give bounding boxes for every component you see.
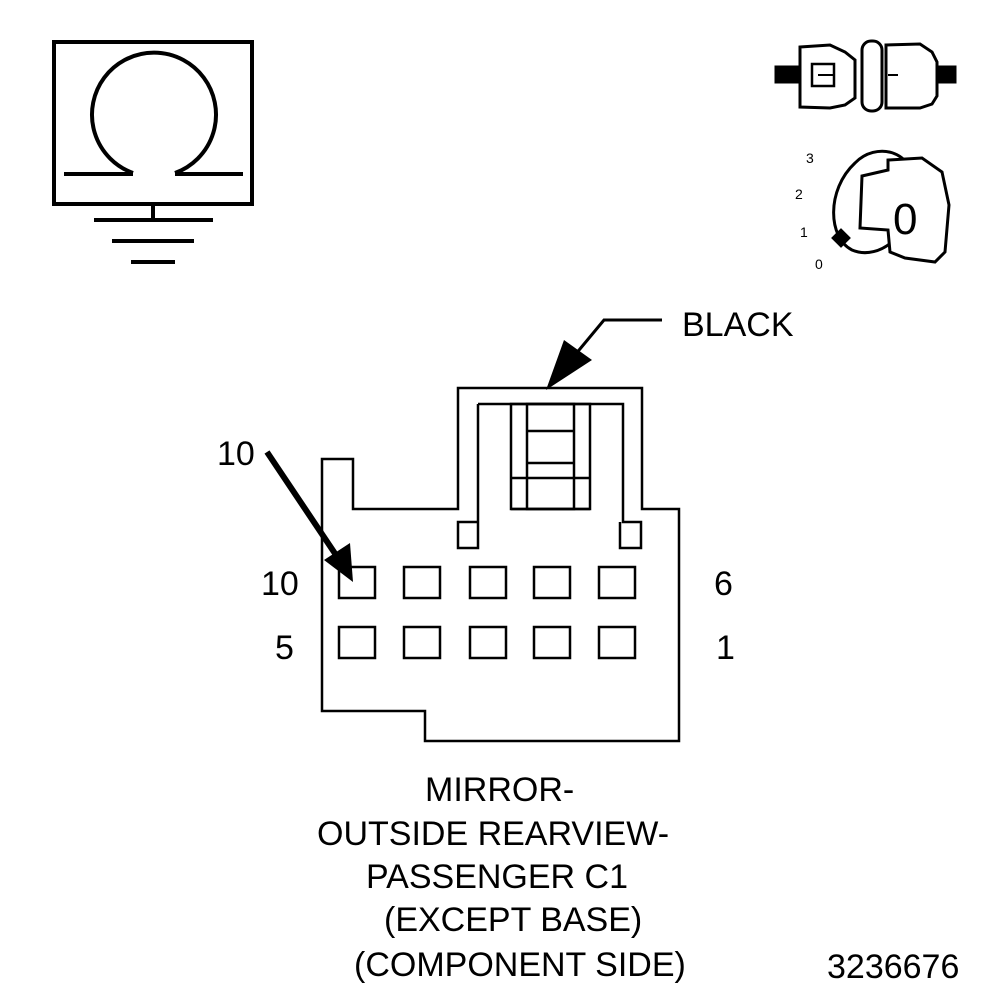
- connector-color-label: BLACK: [682, 306, 794, 344]
- title-line-2: OUTSIDE REARVIEW-: [317, 815, 669, 853]
- pin-callout-label: 10: [217, 435, 255, 473]
- pin-9: [402, 565, 442, 600]
- connector-title: MIRROR- OUTSIDE REARVIEW- PASSENGER C1 (…: [317, 771, 686, 984]
- color-leader-arrow: [546, 318, 662, 390]
- pin-4: [402, 625, 442, 660]
- key-position-0: 0: [815, 256, 823, 272]
- pin-6: [597, 565, 637, 600]
- row-label-bottom-right: 1: [716, 629, 735, 667]
- title-line-3: PASSENGER C1: [366, 858, 628, 896]
- pin-10-callout-arrow: [264, 450, 353, 582]
- key-position-3: 3: [806, 150, 814, 166]
- title-line-1: MIRROR-: [425, 771, 574, 809]
- row-label-bottom-left: 5: [275, 629, 294, 667]
- row-label-top-right: 6: [714, 565, 733, 603]
- pin-1: [597, 625, 637, 660]
- pin-3: [468, 625, 508, 660]
- pin-2: [532, 625, 572, 660]
- connector-body: [320, 386, 681, 743]
- disconnected-connector-icon: [774, 39, 957, 113]
- title-line-4: (EXCEPT BASE): [384, 901, 642, 939]
- pin-8: [468, 565, 508, 600]
- key-position-2: 2: [795, 186, 803, 202]
- ohmmeter-icon: [52, 40, 254, 264]
- key-label: 0: [893, 195, 917, 244]
- figure-number: 3236676: [827, 948, 959, 986]
- title-line-5: (COMPONENT SIDE): [354, 946, 686, 984]
- ignition-key-icon: 3 2 1 0 0: [795, 149, 951, 272]
- pin-5: [337, 625, 377, 660]
- key-position-1: 1: [800, 224, 808, 240]
- pin-7: [532, 565, 572, 600]
- row-label-top-left: 10: [261, 565, 299, 603]
- pin-cavities: [337, 565, 637, 660]
